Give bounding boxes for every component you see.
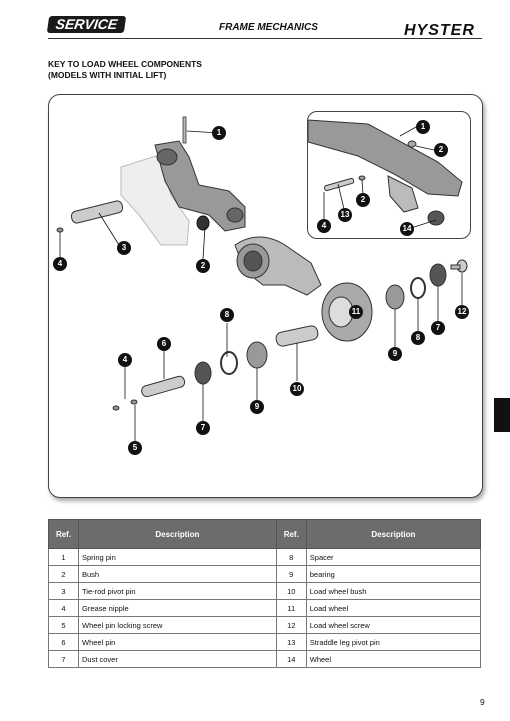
ref-cell: 13: [275, 633, 307, 651]
table-row: 1 Spring pin 8 Spacer: [48, 548, 482, 566]
ref-cell: 7: [48, 650, 79, 668]
description-cell: Wheel pin locking screw: [78, 616, 277, 634]
table-row: 2 Bush 9 bearing: [48, 565, 482, 583]
callout-1: 1: [212, 126, 226, 140]
description-cell: Grease nipple: [78, 599, 277, 617]
key-title: KEY TO LOAD WHEEL COMPONENTS (MODELS WIT…: [48, 59, 202, 81]
description-cell: bearing: [305, 565, 482, 583]
components-table: Ref. Description Ref. Description 1 Spri…: [48, 519, 482, 668]
description-cell: Load wheel: [305, 599, 482, 617]
description-cell: Bush: [78, 565, 277, 583]
callout-10: 10: [290, 382, 304, 396]
header-ref-1: Ref.: [48, 519, 79, 549]
page-number: 9: [480, 697, 485, 707]
callout-4b: 4: [118, 353, 132, 367]
ref-cell: 1: [48, 548, 79, 566]
ref-cell: 10: [275, 582, 307, 600]
key-title-line2: (MODELS WITH INITIAL LIFT): [48, 70, 167, 80]
description-cell: Tie-rod pivot pin: [78, 582, 277, 600]
key-title-line1: KEY TO LOAD WHEEL COMPONENTS: [48, 59, 202, 69]
callout-12: 12: [455, 305, 469, 319]
callout-11: 11: [349, 305, 363, 319]
service-badge: SERVICE: [46, 16, 127, 33]
description-cell: Load wheel bush: [305, 582, 482, 600]
table-row: 6 Wheel pin 13 Straddle leg pivot pin: [48, 633, 482, 651]
inset-callout-1: 1: [416, 120, 430, 134]
callout-3: 3: [117, 241, 131, 255]
table-header-row: Ref. Description Ref. Description: [48, 519, 482, 549]
ref-cell: 8: [275, 548, 307, 566]
inset-callout-13: 13: [338, 208, 352, 222]
ref-cell: 4: [48, 599, 79, 617]
ref-cell: 14: [275, 650, 307, 668]
diagram-parts: [56, 116, 468, 441]
table-row: 3 Tie-rod pivot pin 10 Load wheel bush: [48, 582, 482, 600]
inset-callout-14: 14: [400, 222, 414, 236]
inset-diagram: 1 2 13 2 4 14: [307, 111, 471, 239]
callout-9b: 9: [250, 400, 264, 414]
ref-cell: 2: [48, 565, 79, 583]
table-row: 4 Grease nipple 11 Load wheel: [48, 599, 482, 617]
section-title: FRAME MECHANICS: [219, 22, 318, 33]
inset-callout-4: 4: [317, 219, 331, 233]
header-description-2: Description: [305, 519, 482, 549]
callout-7: 7: [431, 321, 445, 335]
description-cell: Wheel: [305, 650, 482, 668]
ref-cell: 12: [275, 616, 307, 634]
ref-cell: 3: [48, 582, 79, 600]
ref-cell: 9: [275, 565, 307, 583]
table-row: 7 Dust cover 14 Wheel: [48, 650, 482, 668]
callout-7b: 7: [196, 421, 210, 435]
callout-4: 4: [53, 257, 67, 271]
table-row: 5 Wheel pin locking screw 12 Load wheel …: [48, 616, 482, 634]
description-cell: Spring pin: [78, 548, 277, 566]
callout-9: 9: [388, 347, 402, 361]
section-tab-marker: [494, 398, 510, 432]
inset-callout-2: 2: [434, 143, 448, 157]
description-cell: Wheel pin: [78, 633, 277, 651]
ref-cell: 6: [48, 633, 79, 651]
inset-parts: [308, 119, 463, 230]
description-cell: Load wheel screw: [305, 616, 482, 634]
header-description-1: Description: [78, 519, 277, 549]
description-cell: Dust cover: [78, 650, 277, 668]
description-cell: Spacer: [305, 548, 482, 566]
exploded-diagram: 1 2 13 2 4 14 1 2 3 4 8 6 11 12 4 10 9 8…: [48, 94, 483, 498]
callout-5: 5: [128, 441, 142, 455]
inset-callout-2b: 2: [356, 193, 370, 207]
brand-logo: HYSTER: [404, 22, 475, 39]
header-ref-2: Ref.: [275, 519, 307, 549]
callout-6: 6: [157, 337, 171, 351]
header-rule: [48, 38, 482, 39]
ref-cell: 5: [48, 616, 79, 634]
callout-8: 8: [220, 308, 234, 322]
callout-2: 2: [196, 259, 210, 273]
description-cell: Straddle leg pivot pin: [305, 633, 482, 651]
ref-cell: 11: [275, 599, 307, 617]
callout-8b: 8: [411, 331, 425, 345]
